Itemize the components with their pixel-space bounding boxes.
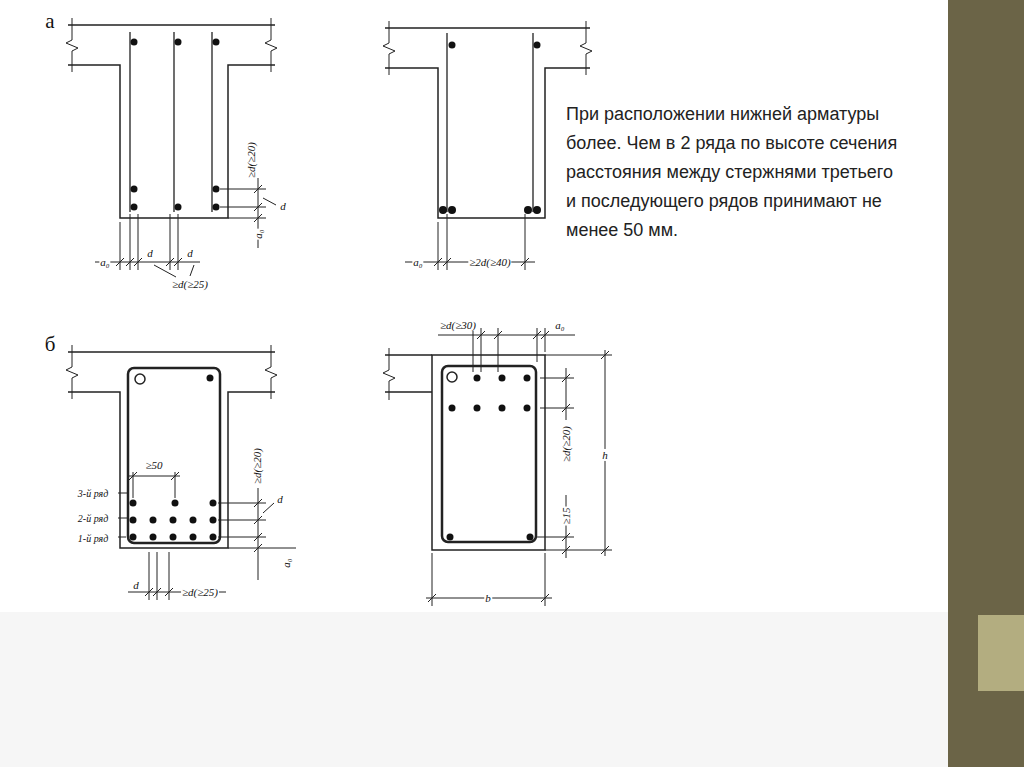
- section-b-left: [66, 345, 296, 600]
- dimension: d: [276, 493, 284, 505]
- dimension: ≥d(≥25): [171, 278, 209, 290]
- dimension: a₀: [280, 557, 292, 568]
- dimension: b: [484, 592, 492, 604]
- dimension: d: [146, 247, 154, 259]
- dimension: ≥d(≥25): [181, 586, 219, 598]
- dimension: ≥d(≥20): [245, 141, 257, 179]
- figure-letter: а: [44, 10, 55, 33]
- bars-b-right: [447, 375, 534, 541]
- dimension: h: [601, 449, 609, 461]
- dimension: d: [186, 247, 194, 259]
- lower-ground: [0, 612, 948, 767]
- row-label: 3-й ряд: [77, 488, 109, 499]
- dimension: ≥d(≥20): [251, 447, 263, 485]
- dimension: a₀: [412, 256, 423, 268]
- section-a-left: [66, 18, 277, 277]
- bars-a-left: [131, 39, 220, 211]
- dimension: a₀: [554, 319, 565, 331]
- dimension: a₀: [252, 228, 264, 239]
- figure-letter: б: [44, 333, 57, 356]
- dimension: d: [132, 579, 140, 591]
- dimension: ≥15: [560, 506, 572, 525]
- bars-a-right: [439, 42, 541, 215]
- dimension: ≥50: [144, 459, 163, 471]
- row-label: 1-й ряд: [77, 533, 109, 544]
- dimension: ≥d(≥20): [560, 425, 572, 463]
- side-accent: [978, 615, 1024, 691]
- dimension: ≥d(≥30): [439, 319, 477, 331]
- note-text: При расположении нижней арматуры более. …: [565, 100, 907, 245]
- section-a-right: [383, 21, 592, 270]
- section-b-right: [383, 328, 612, 606]
- dimension: a₀: [99, 256, 110, 268]
- dimension: d: [279, 200, 287, 212]
- row-label: 2-й ряд: [77, 513, 109, 524]
- side-bar: [948, 0, 1024, 767]
- bars-b-left: [130, 375, 217, 541]
- dimension: ≥2d(≥40): [468, 256, 511, 268]
